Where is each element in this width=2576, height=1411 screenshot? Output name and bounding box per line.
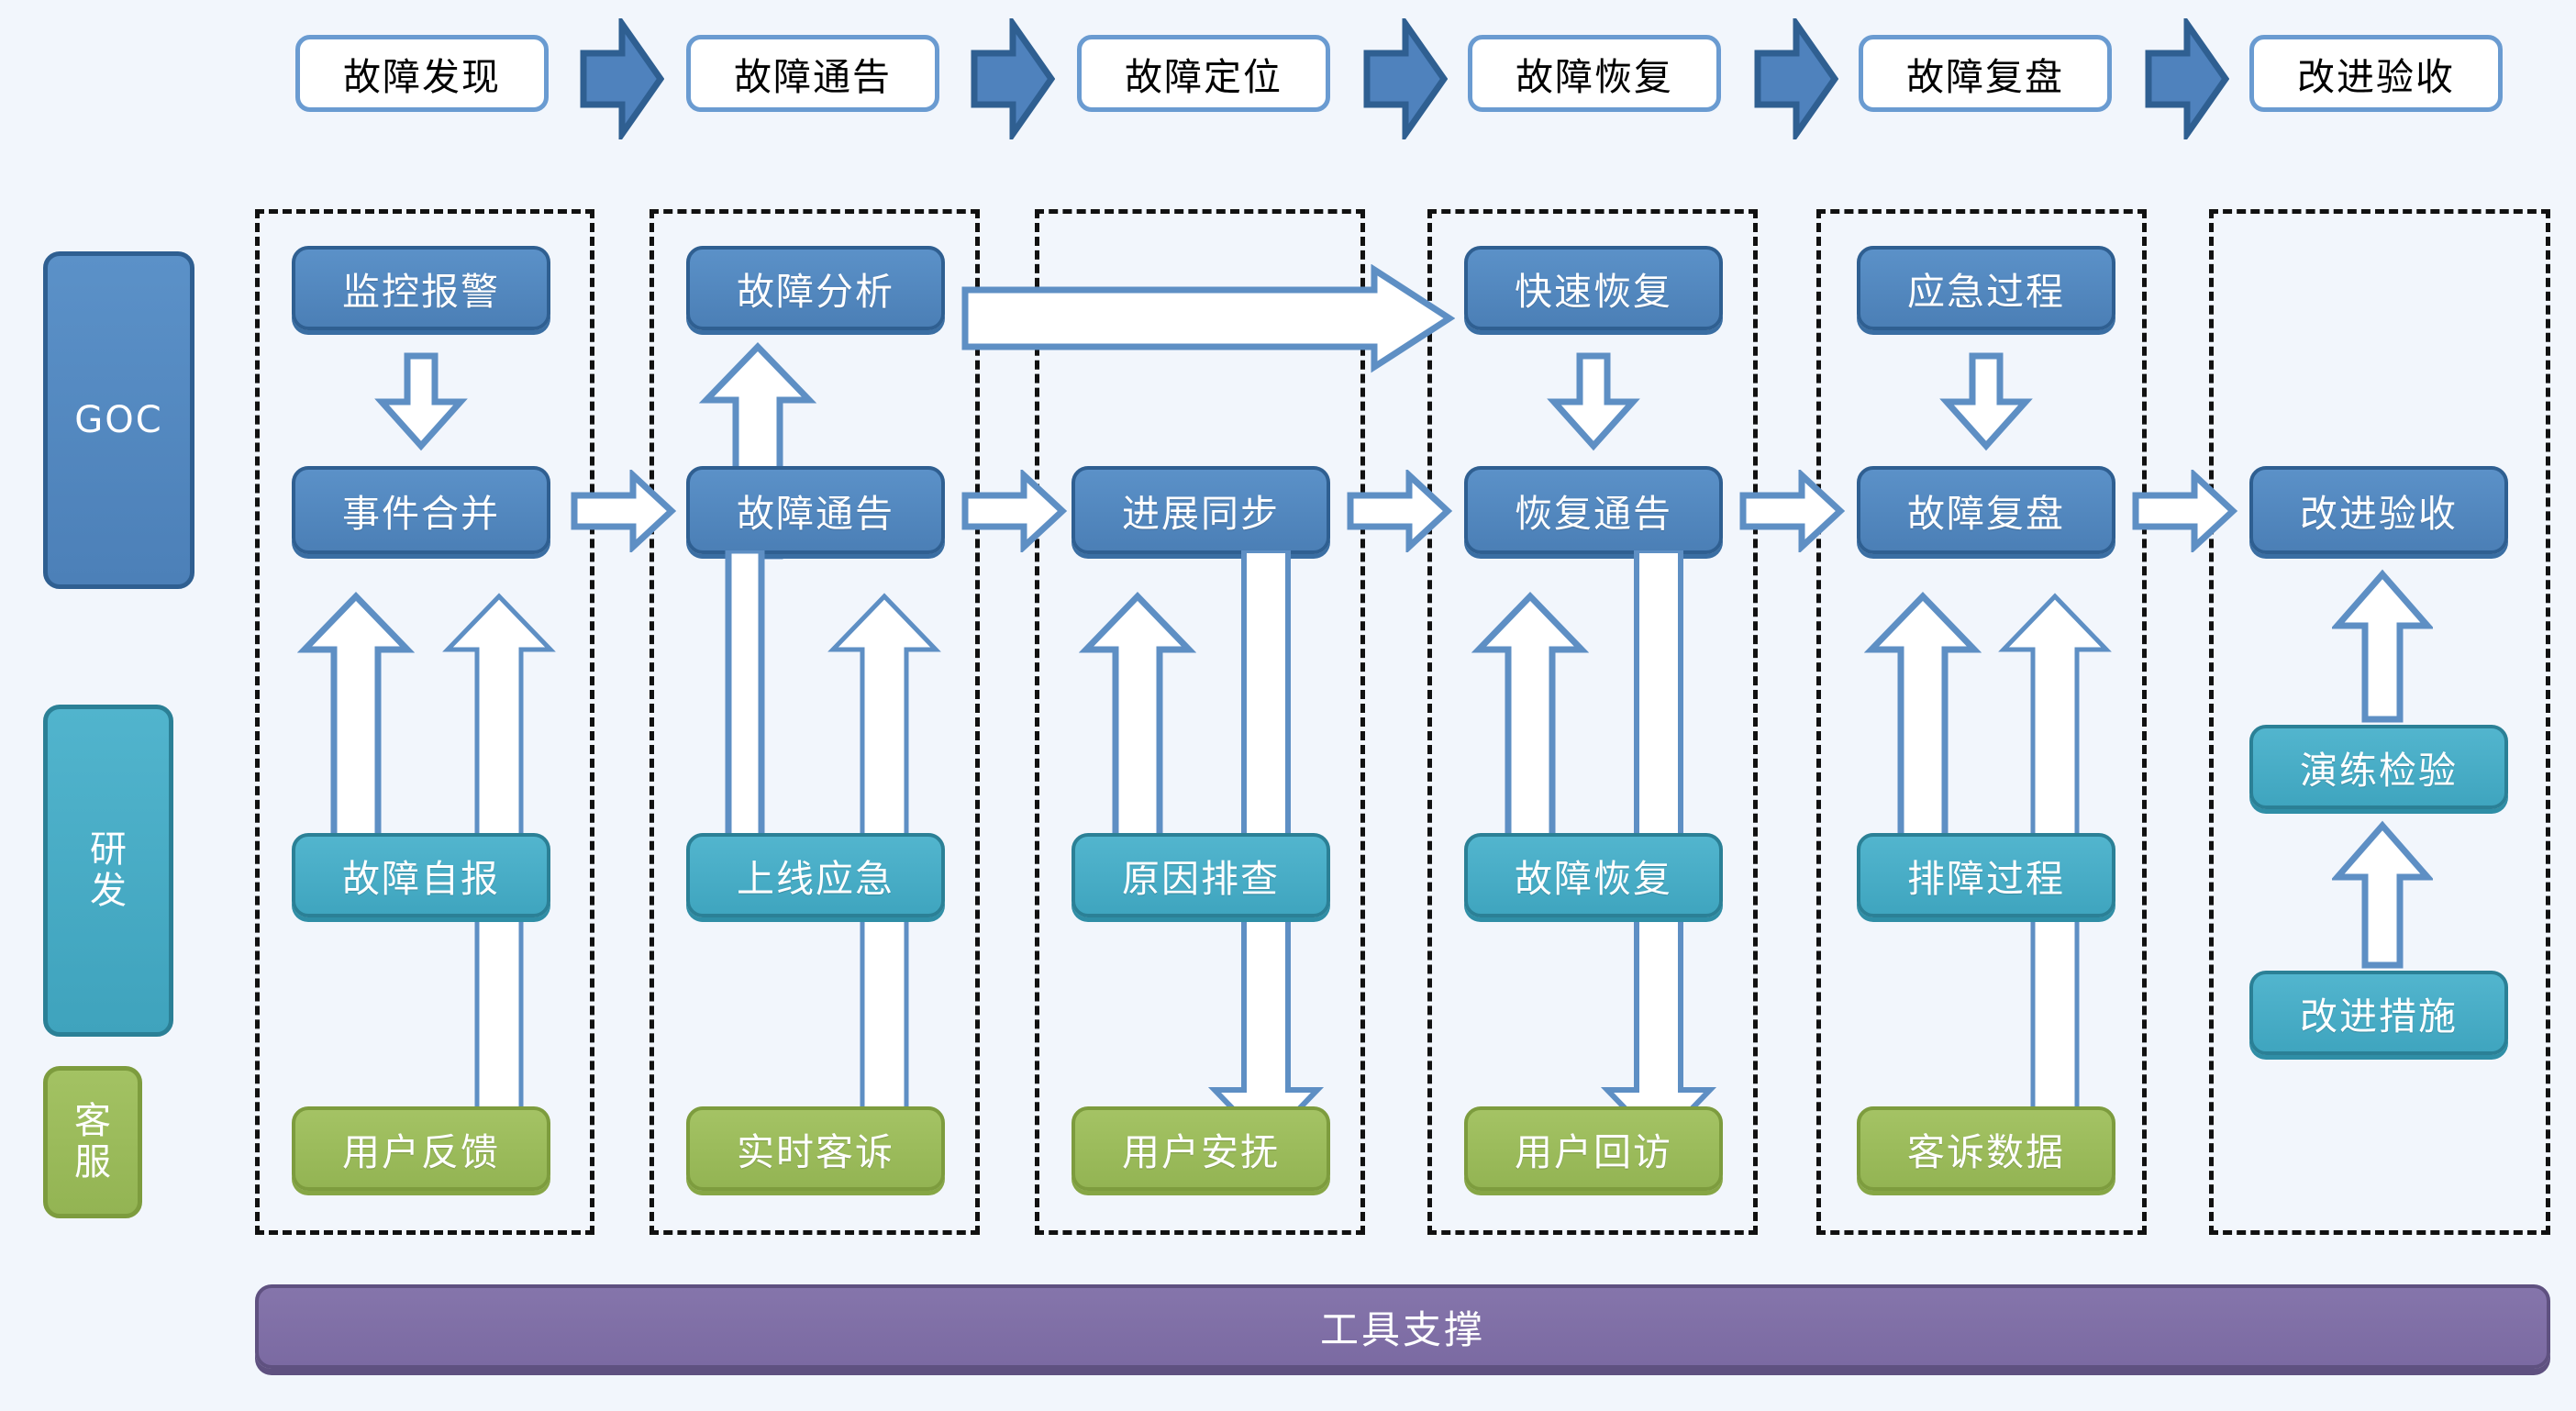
stage-column-recover: [1427, 209, 1758, 1235]
hollow-up-arrow-icon: [1864, 591, 1982, 844]
stage-column-accept: [2209, 209, 2550, 1235]
hollow-down-arrow-icon: [1939, 350, 2033, 451]
node-label: 上线应急: [737, 857, 894, 901]
node-complaint-data[interactable]: 客诉数据: [1857, 1106, 2115, 1191]
node-fast-recovery[interactable]: 快速恢复: [1464, 246, 1723, 330]
node-user-comfort[interactable]: 用户安抚: [1071, 1106, 1330, 1191]
node-user-followup[interactable]: 用户回访: [1464, 1106, 1723, 1191]
hollow-up-arrow-icon: [297, 591, 415, 844]
node-event-merge[interactable]: 事件合并: [292, 466, 550, 554]
phase-label: 故障恢复: [1516, 55, 1673, 99]
lane-label-goc: GOC: [43, 251, 194, 589]
right-chevron-arrow-icon: [2141, 18, 2229, 139]
stage-column-discover: [255, 209, 594, 1235]
hollow-right-arrow-icon: [960, 470, 1068, 552]
node-label: 快速恢复: [1515, 270, 1672, 314]
right-chevron-arrow-icon: [1750, 18, 1838, 139]
lane-text: GOC: [74, 398, 163, 441]
node-label: 故障通告: [737, 492, 894, 536]
node-label: 改进验收: [2300, 492, 2458, 536]
node-label: 事件合并: [342, 492, 500, 536]
phase-pill-review[interactable]: 故障复盘: [1859, 35, 2112, 112]
node-label: 排障过程: [1907, 857, 2065, 901]
node-user-feedback[interactable]: 用户反馈: [292, 1106, 550, 1191]
hollow-long-right-arrow-icon: [960, 264, 1455, 374]
hollow-right-arrow-icon: [2130, 470, 2238, 552]
node-label: 用户安抚: [1122, 1130, 1280, 1174]
stage-column-review: [1816, 209, 2147, 1235]
hollow-up-arrow-icon: [2332, 569, 2433, 725]
node-label: 原因排查: [1122, 857, 1280, 901]
lane-text: 客 服: [74, 1100, 111, 1183]
node-improvement-acceptance[interactable]: 改进验收: [2249, 466, 2508, 554]
phase-label: 改进验收: [2297, 55, 2455, 99]
hollow-up-arrow-icon: [699, 550, 791, 844]
phase-pill-discover[interactable]: 故障发现: [295, 35, 549, 112]
right-chevron-arrow-icon: [1360, 18, 1448, 139]
node-drill-verification[interactable]: 演练检验: [2249, 725, 2508, 809]
stage-column-notify: [650, 209, 980, 1235]
hollow-right-arrow-icon: [1738, 470, 1846, 552]
stage-column-locate: [1035, 209, 1365, 1235]
node-label: 进展同步: [1122, 492, 1280, 536]
phase-pill-locate[interactable]: 故障定位: [1077, 35, 1330, 112]
hollow-up-arrow-icon: [1079, 591, 1196, 844]
node-label: 实时客诉: [737, 1130, 894, 1174]
node-label: 改进措施: [2300, 994, 2458, 1039]
hollow-right-arrow-icon: [569, 470, 677, 552]
node-label: 监控报警: [342, 270, 500, 314]
node-fault-analysis[interactable]: 故障分析: [686, 246, 945, 330]
node-troubleshoot-process[interactable]: 排障过程: [1857, 833, 2115, 917]
node-label: 故障分析: [737, 270, 894, 314]
node-label: 用户反馈: [342, 1130, 500, 1174]
lane-label-cs: 客 服: [43, 1066, 142, 1218]
node-label: 故障恢复: [1515, 857, 1672, 901]
hollow-down-arrow-icon: [1547, 350, 1640, 451]
phase-pill-notify[interactable]: 故障通告: [686, 35, 939, 112]
node-fault-recovery[interactable]: 故障恢复: [1464, 833, 1723, 917]
node-online-emergency[interactable]: 上线应急: [686, 833, 945, 917]
node-root-cause[interactable]: 原因排查: [1071, 833, 1330, 917]
tool-support-bar[interactable]: 工具支撑: [255, 1284, 2550, 1369]
node-label: 故障复盘: [1907, 492, 2065, 536]
node-improvement-measures[interactable]: 改进措施: [2249, 971, 2508, 1055]
node-emergency-process[interactable]: 应急过程: [1857, 246, 2115, 330]
phase-label: 故障通告: [734, 55, 892, 99]
hollow-right-arrow-icon: [1345, 470, 1453, 552]
node-realtime-complaint[interactable]: 实时客诉: [686, 1106, 945, 1191]
node-progress-sync[interactable]: 进展同步: [1071, 466, 1330, 554]
hollow-up-arrow-icon: [2332, 820, 2433, 971]
phase-pill-recover[interactable]: 故障恢复: [1468, 35, 1721, 112]
phase-label: 故障定位: [1125, 55, 1282, 99]
right-chevron-arrow-icon: [576, 18, 664, 139]
node-fault-notice[interactable]: 故障通告: [686, 466, 945, 554]
hollow-down-arrow-icon: [374, 350, 468, 451]
tool-support-label: 工具支撑: [1319, 1306, 1485, 1352]
node-monitor-alert[interactable]: 监控报警: [292, 246, 550, 330]
lane-text: 研 发: [90, 828, 127, 912]
node-label: 故障自报: [342, 857, 500, 901]
phase-label: 故障复盘: [1906, 55, 2064, 99]
lane-label-rd: 研 发: [43, 705, 173, 1037]
node-label: 演练检验: [2300, 749, 2458, 793]
right-chevron-arrow-icon: [967, 18, 1055, 139]
node-recovery-notice[interactable]: 恢复通告: [1464, 466, 1723, 554]
hollow-up-arrow-icon: [1471, 591, 1589, 844]
node-label: 应急过程: [1907, 270, 2065, 314]
node-fault-review[interactable]: 故障复盘: [1857, 466, 2115, 554]
phase-pill-accept[interactable]: 改进验收: [2249, 35, 2503, 112]
node-label: 客诉数据: [1907, 1130, 2065, 1174]
node-label: 用户回访: [1515, 1130, 1672, 1174]
phase-label: 故障发现: [343, 55, 501, 99]
node-self-report[interactable]: 故障自报: [292, 833, 550, 917]
node-label: 恢复通告: [1515, 492, 1672, 536]
